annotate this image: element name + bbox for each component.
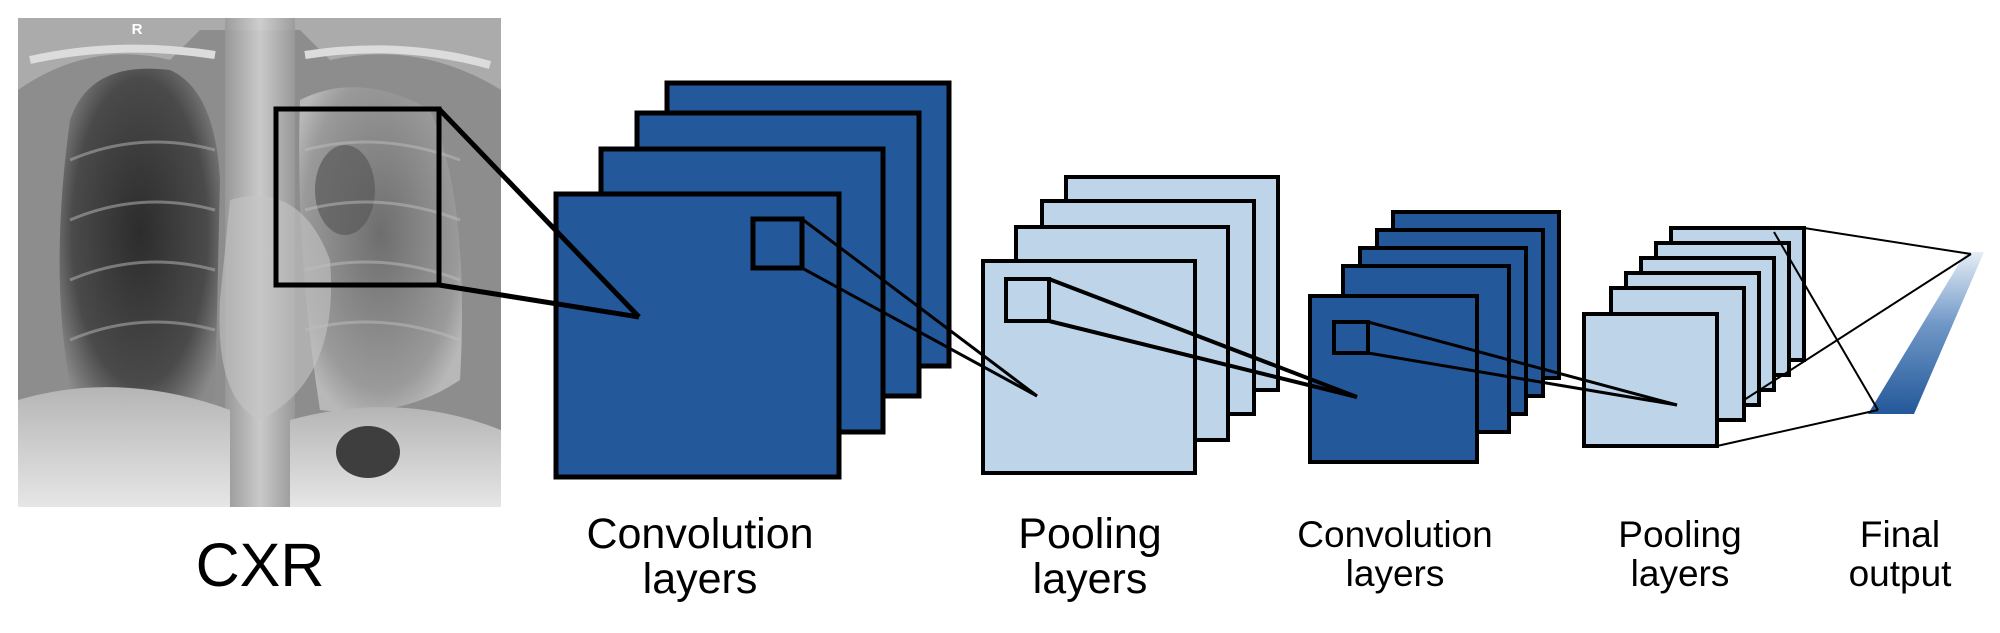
pool-layers-1-stack xyxy=(981,175,1280,475)
conv-layers-1-stack xyxy=(553,80,952,480)
pool-layers-2-label: Pooling layers xyxy=(1618,514,1742,594)
xray-side-marker: R xyxy=(132,21,143,38)
conv-layers-1-label: Convolution layers xyxy=(586,510,814,604)
final-output-label: Final output xyxy=(1848,514,1952,594)
pool-layers-1-label: Pooling layers xyxy=(1018,510,1162,604)
conv-layers-2-stack xyxy=(1308,210,1561,464)
connector-lines xyxy=(437,107,1972,447)
conv-layers-2-label: Convolution layers xyxy=(1297,514,1493,594)
pool-layers-2-stack xyxy=(1582,226,1806,448)
final-output-bar xyxy=(1868,252,1984,414)
xray-caption: CXR xyxy=(195,531,325,599)
chest-xray-image: R xyxy=(18,18,501,507)
xray-receptive-field-box xyxy=(273,106,442,288)
